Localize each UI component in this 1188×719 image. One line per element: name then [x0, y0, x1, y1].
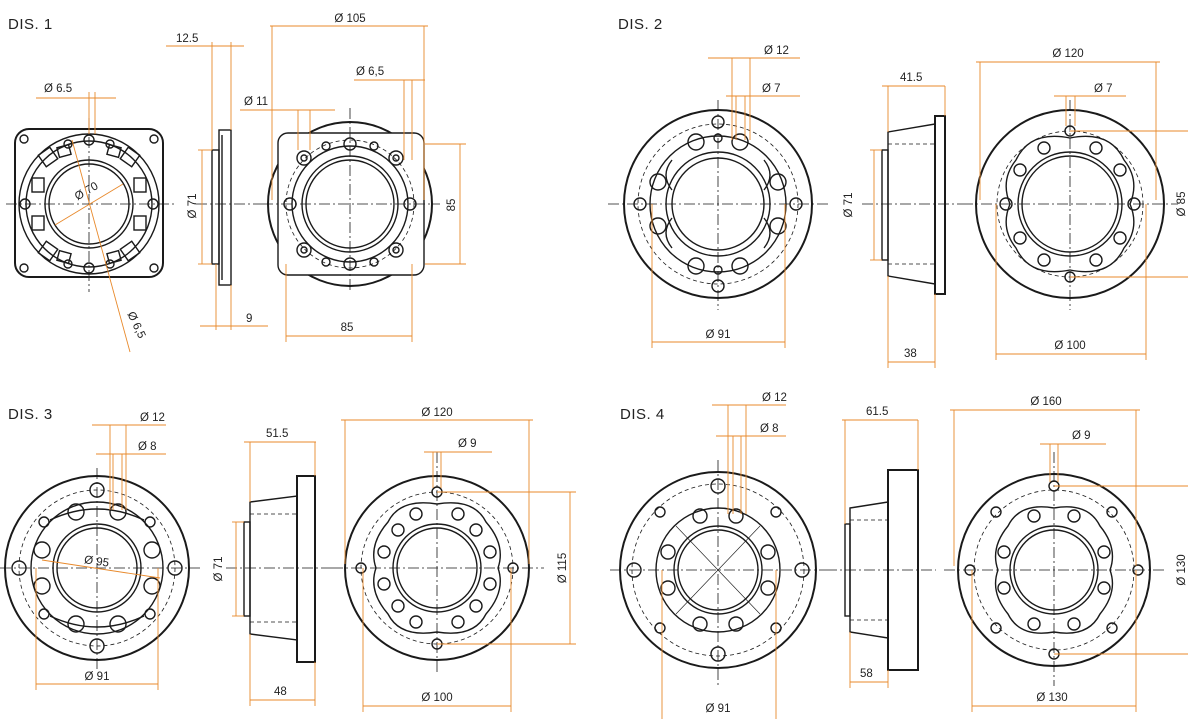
dim-label: 61.5 — [866, 406, 888, 418]
dim-label: Ø 85 — [1176, 192, 1188, 217]
drawing-title: DIS. 2 — [618, 16, 663, 33]
dim-label: 12.5 — [176, 33, 198, 45]
dim-label: Ø 95 — [83, 554, 109, 569]
dim-label: Ø 12 — [140, 412, 165, 424]
dim-label: 51.5 — [266, 428, 288, 440]
dim-label: Ø 6,5 — [356, 66, 384, 78]
dim-label: Ø 12 — [762, 392, 787, 404]
dim-label: Ø 120 — [1052, 48, 1083, 60]
drawing-dis-4: DIS. 4 — [610, 392, 1188, 719]
dim-label: 48 — [274, 686, 287, 698]
side-view-flange-1 — [196, 129, 262, 286]
dim-label: Ø 9 — [458, 438, 477, 450]
dim-label: Ø 130 — [1036, 692, 1067, 704]
front-view-round-flange-2 — [608, 100, 830, 310]
drawing-dis-3: DIS. 3 — [0, 406, 576, 712]
front-view-round-flange-3 — [0, 468, 200, 672]
side-view-flange-2 — [862, 115, 962, 295]
rear-view-round-flange-2 — [962, 100, 1178, 310]
rear-view-round-flange-4 — [944, 452, 1166, 686]
dim-label: Ø 6.5 — [44, 83, 72, 95]
drawing-dis-1: DIS. 1 — [6, 13, 466, 353]
dim-label: 85 — [446, 199, 458, 212]
dim-label: Ø 160 — [1030, 396, 1061, 408]
dim-label: Ø 12 — [764, 45, 789, 57]
dim-label: Ø 8 — [138, 441, 157, 453]
dim-label: Ø 9 — [1072, 430, 1091, 442]
side-view-flange-3 — [226, 475, 332, 663]
dim-label: Ø 11 — [244, 96, 268, 108]
dim-label: Ø 8 — [760, 423, 779, 435]
drawing-dis-2: DIS. 2 — [608, 16, 1188, 368]
side-view-flange-4 — [826, 469, 936, 671]
dim-label: Ø 100 — [421, 692, 452, 704]
dim-label: Ø 105 — [334, 13, 365, 25]
dim-label: Ø 130 — [1176, 554, 1188, 585]
dim-label: Ø 6,5 — [125, 310, 148, 341]
dim-label: Ø 71 — [187, 194, 199, 219]
dimensions-dis-3: Ø 12 Ø 8 Ø 95 Ø 91 51.5 Ø 71 48 Ø 120 Ø … — [35, 407, 576, 712]
rear-view-square-flange — [262, 108, 440, 292]
drawing-title: DIS. 4 — [620, 406, 665, 423]
dim-label: 38 — [904, 348, 917, 360]
dimensions-dis-4: Ø 12 Ø 8 Ø 91 61.5 58 Ø 160 Ø 9 Ø 130 Ø … — [661, 392, 1188, 719]
dimensions-dis-2: Ø 12 Ø 7 Ø 91 41.5 Ø 71 38 Ø 120 Ø 7 Ø 8… — [651, 45, 1188, 368]
dim-label: 58 — [860, 668, 873, 680]
dim-label: 41.5 — [900, 72, 922, 84]
dim-label: Ø 91 — [85, 671, 110, 683]
dim-label: Ø 91 — [706, 703, 731, 715]
front-view-round-flange-4 — [610, 460, 826, 686]
dim-label: Ø 91 — [706, 329, 731, 341]
dim-label: 85 — [341, 322, 354, 334]
dim-label: Ø 71 — [843, 193, 855, 218]
drawing-title: DIS. 3 — [8, 406, 53, 423]
dim-label: Ø 7 — [762, 83, 781, 95]
dim-label: 9 — [246, 313, 252, 325]
dim-label: Ø 71 — [213, 557, 225, 582]
dim-label: Ø 115 — [557, 553, 569, 583]
front-view-square-flange — [6, 118, 175, 292]
dim-label: Ø 120 — [421, 407, 452, 419]
rear-view-round-flange-3 — [332, 452, 544, 672]
dim-label: Ø 7 — [1094, 83, 1113, 95]
drawing-title: DIS. 1 — [8, 16, 53, 33]
dim-label: Ø 100 — [1054, 340, 1085, 352]
